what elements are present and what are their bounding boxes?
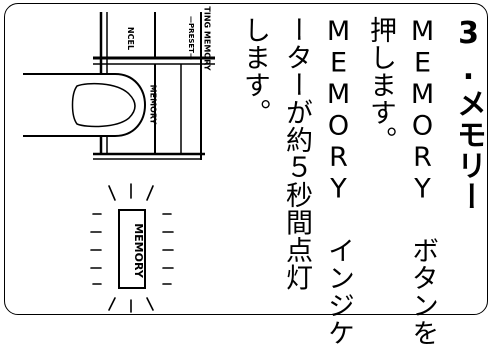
preset-label: —PRESET— [186, 16, 195, 60]
section-heading: 3.メモリー [451, 16, 486, 212]
instruction-line-5: します。 [239, 16, 270, 126]
fingernail-icon [71, 82, 136, 128]
memory-indicator [118, 209, 146, 289]
indicator-glow-icon [90, 183, 174, 313]
instruction-line-3: MEMORY インジケ [323, 16, 354, 347]
memory-indicator-label: MEMORY [131, 223, 145, 278]
instruction-line-2: 押します。 [365, 16, 396, 154]
instruction-line-4: ーターが約５秒間点灯 [281, 16, 312, 291]
instruction-line-1: MEMORY ボタンを [407, 16, 438, 347]
memory-illustration [23, 12, 215, 313]
instruction-panel: TING MEMORY —PRESET— NCEL MEMORY MEMORY … [4, 3, 488, 347]
memory-button-label: MEMORY [148, 84, 158, 125]
ting-memory-label: TING MEMORY [202, 6, 212, 71]
ncel-label: NCEL [126, 26, 136, 51]
